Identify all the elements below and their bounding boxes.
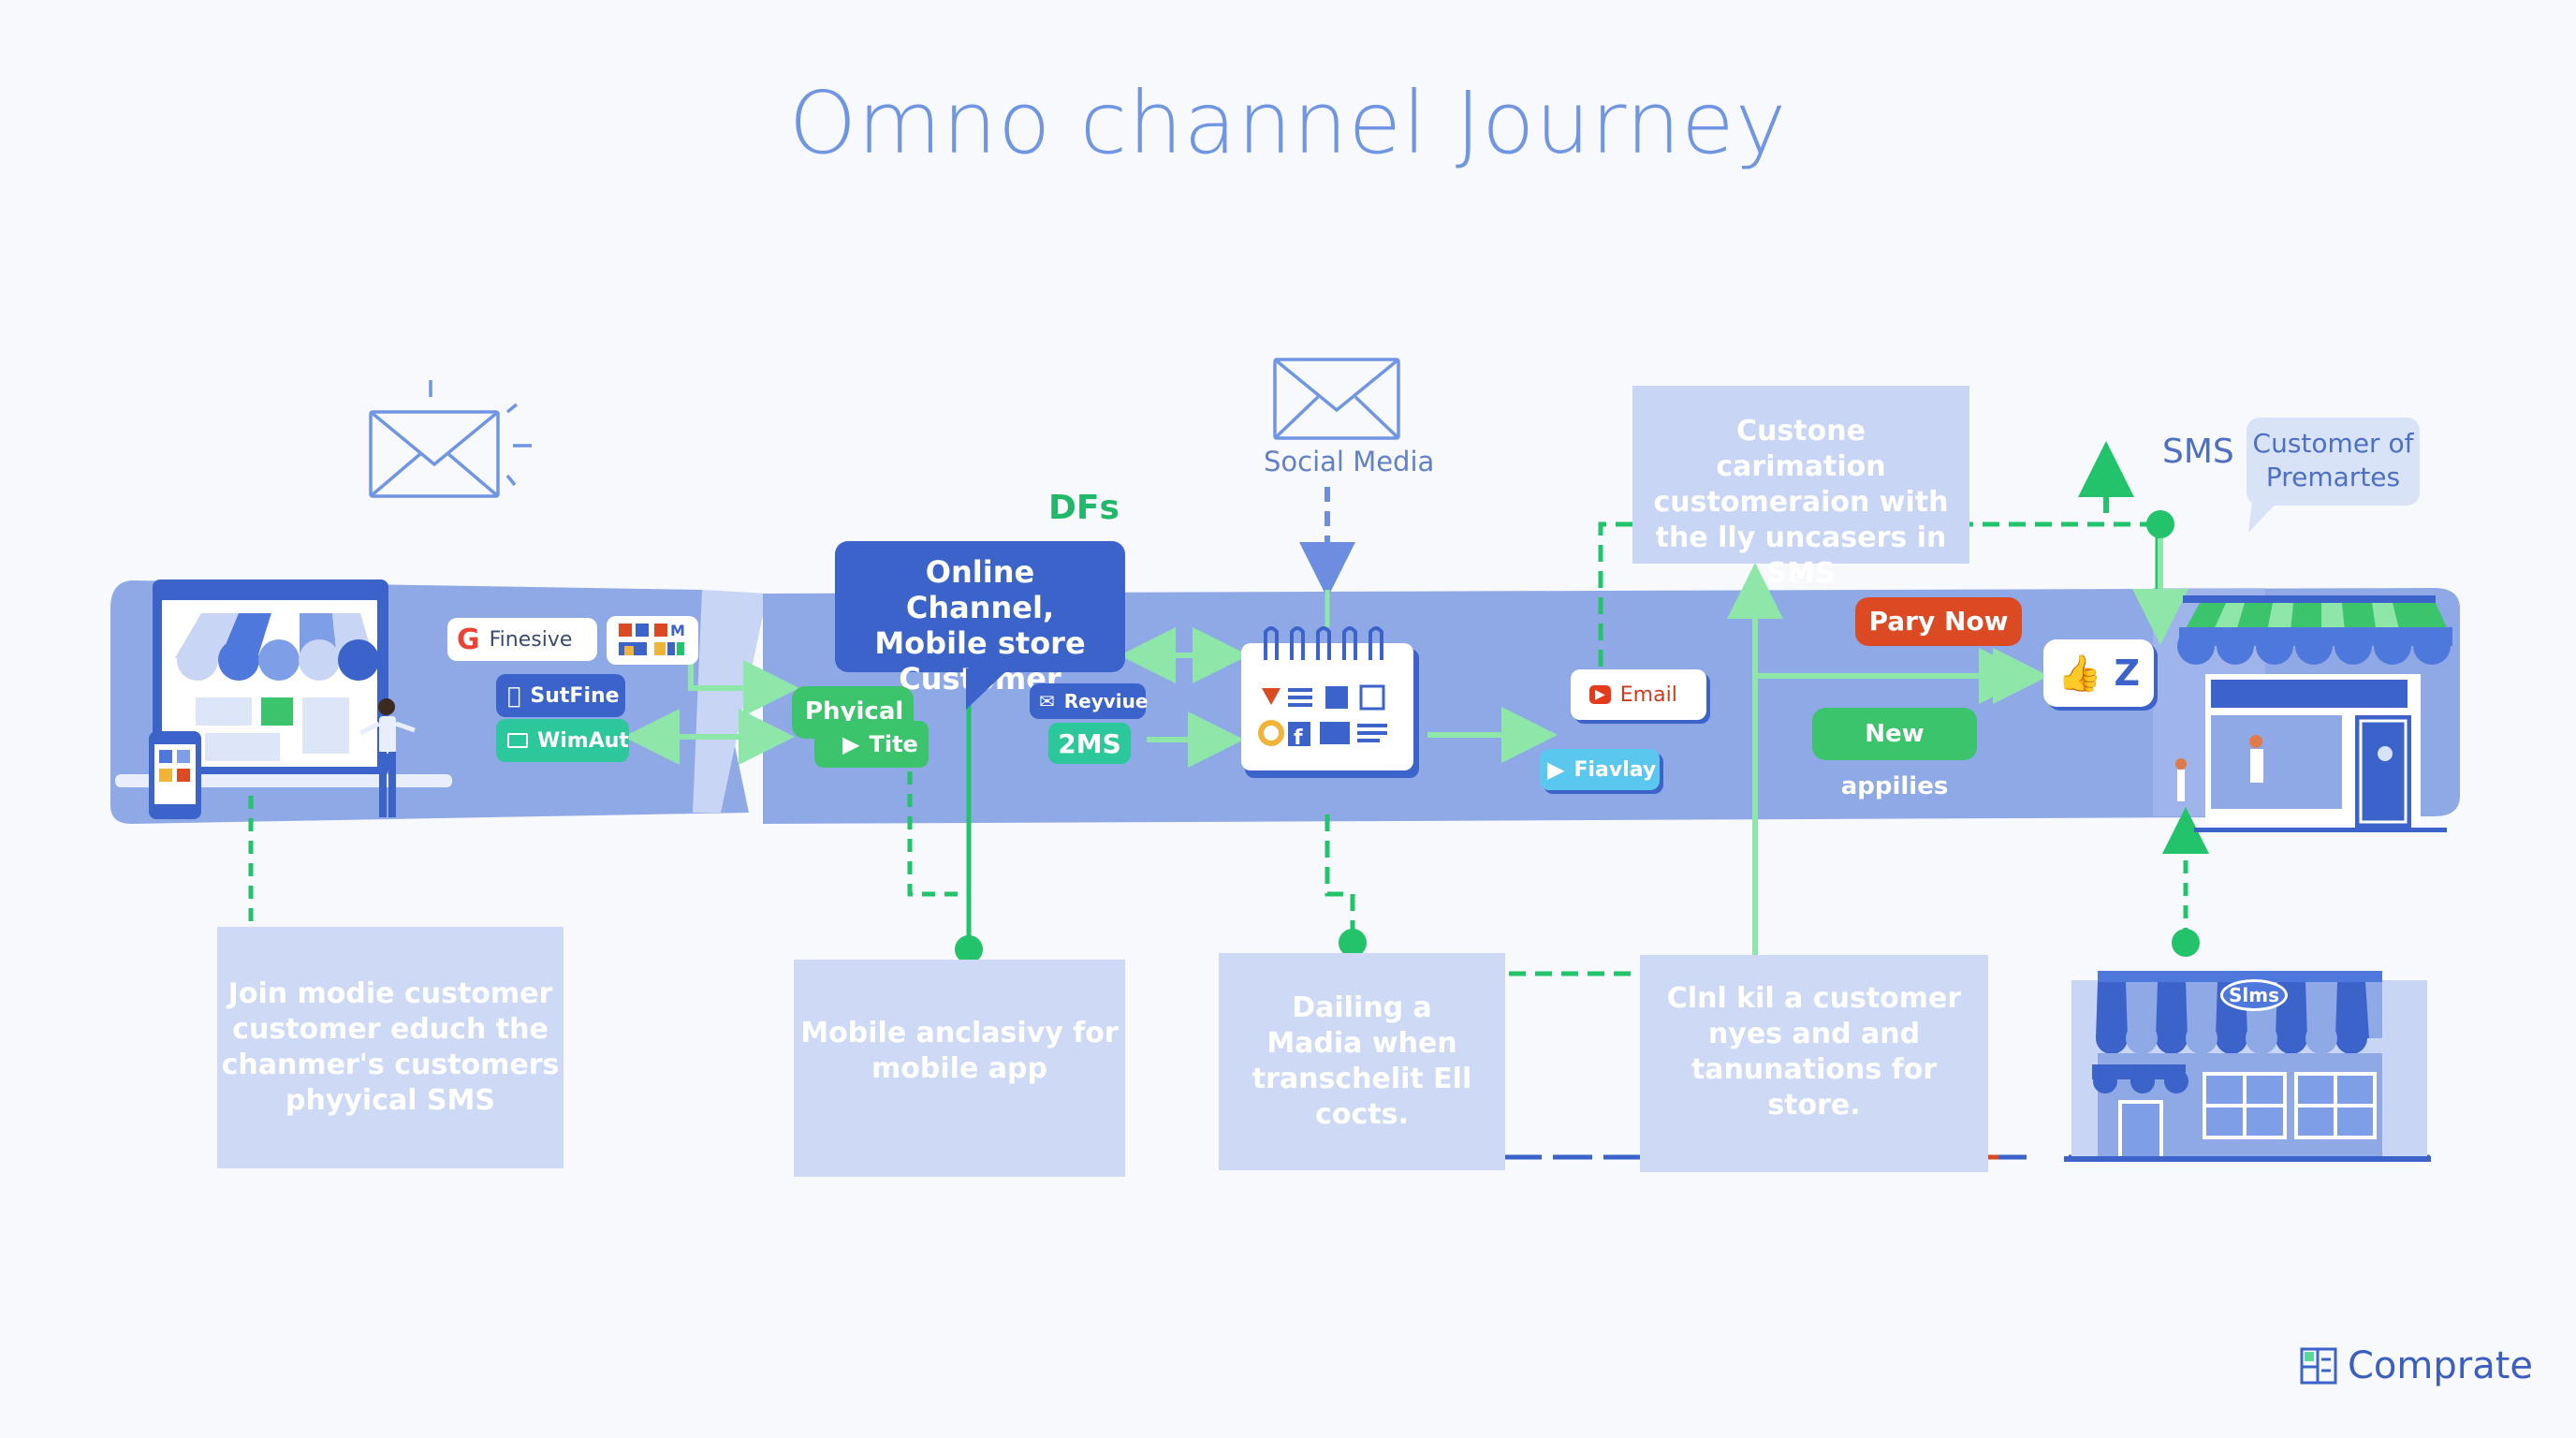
online-channel-bubble: Online Channel, Mobile store Customer [835,541,1125,697]
bottom-card-1: Join modie customer customer educh the c… [217,927,564,1168]
bottom-card-3: Dailing a Madia when transchelit Ell coc… [1219,953,1505,1170]
bottom-card-4-text: Clnl kil a customer nyes and and tanunat… [1666,982,1962,1122]
bottom-card-2: Mobile anclasivy for mobile app [794,960,1125,1177]
laptop-storefront-icon [115,580,452,819]
dfs-label: DFs [1048,489,1120,527]
app-grid-icon: M [619,622,685,655]
store-sign-text: Slms [2228,984,2279,1006]
bottom-card-2-text: Mobile anclasivy for mobile app [800,1017,1119,1085]
apple-chip-label: SutFine [517,683,619,708]
bottom-card-4: Clnl kil a customer nyes and and tanunat… [1640,955,1988,1172]
fiavlay-chip-label: Fiavlay [1573,757,1657,782]
play-store-icon: ▶ [1547,756,1565,783]
app-grid-chip[interactable]: M [607,616,698,665]
customer-info-text: Custone carimation customeraion with the… [1653,415,1949,590]
pary-now-button[interactable]: Pary Now [1855,597,2022,646]
wimaut-chip[interactable]: WimAut [496,719,629,762]
new-applies-chip[interactable]: New appilies [1812,708,1977,800]
storefront-icon [2175,595,2452,832]
twoms-chip[interactable]: 2MS [1048,723,1131,764]
customer-premartes-bubble: Customer of Premartes [2247,418,2420,506]
apple-sutfine-chip[interactable]:  SutFine [496,674,625,717]
customer-premartes-text: Customer of Premartes [2252,428,2414,492]
social-calendar-icon: f [1241,626,1419,778]
review-chip[interactable]: ✉ Reyviue [1030,683,1149,719]
youtube-icon: ▶ [1589,685,1611,704]
brand-name: Comprate [2348,1344,2534,1387]
brand-logo[interactable]: Comprate [2299,1344,2533,1387]
like-chip[interactable]: 👍 Z [2043,639,2154,707]
google-chip-label: Finesive [489,627,573,652]
new-applies-label: New appilies [1840,720,1949,800]
play-icon: ▶ [842,731,860,757]
bottom-storefront-icon [2064,971,2431,1162]
bubble-tail-icon [966,668,1009,710]
customer-info-card: Custone carimation customeraion with the… [1632,386,1969,590]
store-sign: Slms [2220,979,2288,1011]
title-chip[interactable]: ▶ Tite [814,721,929,768]
email-chip[interactable]: ▶ Email [1571,669,1706,720]
bottom-card-1-text: Join modie customer customer educh the c… [221,977,560,1117]
bubble-tail-icon [2248,501,2278,533]
title-chip-label: Tite [869,731,918,757]
google-icon: G [457,623,480,656]
wimaut-icon [507,733,528,748]
sms-label: SMS [2162,433,2234,471]
thumbs-up-icon: 👍 [2056,653,2102,694]
envelope-icon [369,380,532,498]
like-chip-label: Z [2114,653,2141,694]
svg-text:M: M [670,622,685,639]
pary-now-label: Pary Now [1868,606,2009,637]
fiavlay-chip[interactable]: ▶ Fiavlay [1540,749,1660,790]
page-title: Omno channel Journey [788,73,1788,173]
mail-icon: ✉ [1039,690,1055,712]
social-media-envelope-icon [1273,358,1400,440]
google-finesive-chip[interactable]: G Finesive [447,618,597,661]
twoms-chip-label: 2MS [1058,727,1121,759]
svg-text:f: f [1294,726,1303,750]
wimaut-chip-label: WimAut [537,728,629,753]
social-media-label: Social Media [1264,446,1435,477]
online-channel-text: Online Channel, Mobile store Customer [874,554,1086,697]
comprate-logo-icon [2300,1347,2337,1385]
bottom-card-3-text: Dailing a Madia when transchelit Ell coc… [1251,991,1472,1131]
review-chip-label: Reyviue [1063,690,1149,712]
apple-icon:  [507,682,520,709]
email-chip-label: Email [1619,682,1677,707]
